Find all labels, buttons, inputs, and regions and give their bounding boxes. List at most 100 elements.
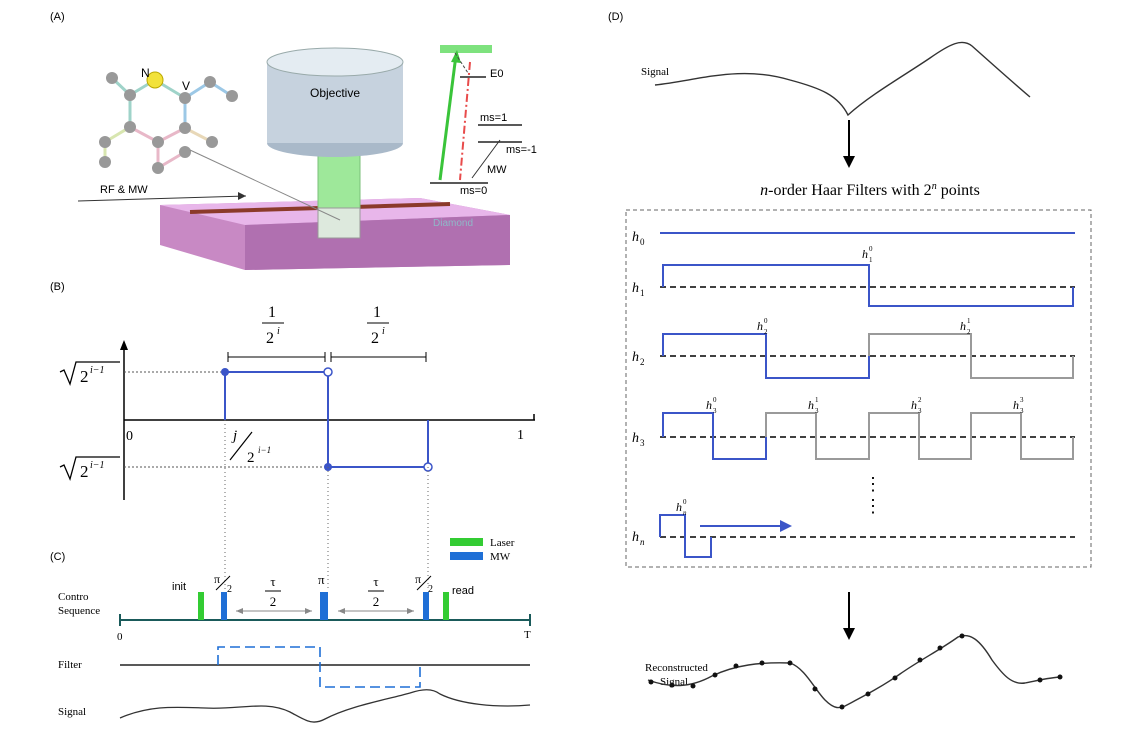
h2-peak-label-0: h 2 0 [757,317,768,336]
tau-interval-2: τ 2 [338,574,414,614]
b-width1-den: 2 [266,330,274,347]
rp-4 [712,672,718,678]
rp-16 [1057,674,1063,680]
svg-text:3: 3 [640,438,645,448]
svg-text:π: π [415,572,421,586]
panel-d: (D) Signal n-order Haar Filters with 2n … [608,11,1092,710]
diamond-label: Diamond [433,218,473,229]
svg-text:1: 1 [640,288,645,298]
decay-arrow [459,61,471,181]
pulse-init-label: init [172,581,186,593]
pi-label: π [318,572,325,587]
svg-text:h: h [862,247,868,261]
svg-text:i−1: i−1 [90,365,105,376]
objective-label: Objective [310,86,360,100]
atom-v-label: V [182,79,190,93]
nv-lattice [99,71,238,174]
legend-laser-label: Laser [490,537,515,549]
svg-text:2: 2 [373,594,380,609]
rf-mw-arrowhead [238,192,246,200]
svg-text:2: 2 [270,594,277,609]
ellipsis-top: ⋮ [864,474,882,494]
svg-text:h: h [632,350,639,365]
rp-15 [1037,677,1043,683]
contro-label-2: Sequence [58,605,100,617]
objective-top [266,47,404,77]
rp-5 [733,663,739,669]
rp-14 [959,633,965,639]
svg-text:π: π [214,572,220,586]
h2-peak-label-1: h 2 1 [960,317,971,336]
level-ms1-label: ms=1 [480,112,507,124]
hn-peak-label: h n 0 [676,498,687,517]
panel-a: (A) Diamond Objective [50,11,537,270]
b-width2-num: 1 [373,304,381,321]
c-signal-label: Signal [58,706,86,718]
c-t0-label: 0 [117,631,123,643]
svg-text:1: 1 [815,396,819,404]
h3-peak-label-2: h 3 2 [911,396,922,415]
svg-text:0: 0 [764,317,768,325]
svg-text:h: h [632,431,639,446]
svg-text:h: h [632,530,639,545]
level-msm1-label: ms=-1 [506,144,537,156]
pi-half-label-2: π 2 [415,572,433,595]
rp-7 [787,660,793,666]
svg-text:τ: τ [270,574,275,589]
svg-text:i−1: i−1 [90,460,105,471]
svg-text:h: h [808,398,814,412]
rp-3 [690,683,696,689]
level-ms0-label: ms=0 [460,185,487,197]
svg-text:3: 3 [713,407,717,415]
d-signal-curve [654,41,1031,117]
diamond-front [245,215,510,270]
panel-c-label: (C) [50,551,65,563]
panel-b-label: (B) [50,281,65,293]
h1-waveform [662,264,1074,307]
h0-label: h 0 [632,230,645,247]
svg-text:0: 0 [683,498,687,506]
svg-text:3: 3 [918,407,922,415]
svg-text:i−1: i−1 [258,445,271,455]
svg-text:h: h [676,500,682,514]
panel-a-label: (A) [50,11,65,23]
contro-label-1: Contro [58,591,89,603]
tau-interval-1: τ 2 [236,574,312,614]
svg-text:τ: τ [373,574,378,589]
svg-text:2: 2 [227,584,232,595]
rp-6 [759,660,765,666]
panel-c: (C) Laser MW Contro Sequence 0 T init π … [50,537,531,723]
mw-arrow [471,139,501,179]
svg-text:h: h [960,319,966,333]
svg-text:2: 2 [428,584,433,595]
b-origin-label: 0 [126,429,133,444]
h2-label: h 2 [632,350,645,367]
h3-peak-label-0: h 3 0 [706,396,717,415]
b-y-arrow [120,340,128,350]
reconstructed-curve [647,634,1063,709]
rp-11 [892,675,898,681]
svg-text:2: 2 [80,367,89,386]
legend-laser-swatch [450,538,483,546]
h3-peak-label-3: h 3 3 [1013,396,1024,415]
pulse-pi [320,592,328,620]
pulse-read-label: read [452,585,474,597]
b-ylabel-bottom: 2 i−1 [59,456,120,481]
level-e0-label: E0 [490,68,503,80]
svg-text:h: h [911,398,917,412]
svg-text:h: h [706,398,712,412]
hn-waveform [659,514,712,558]
b-width1-num: 1 [268,304,276,321]
mw-transition-label: MW [487,164,507,176]
relax-arrow [454,52,469,74]
pi-half-label-1: π 2 [214,572,232,595]
laser-excitation-arrow [438,54,458,181]
pulse-init-laser [198,592,204,620]
pulse-read-laser [443,592,449,620]
hn-label: h n [632,530,645,547]
svg-text:3: 3 [1020,396,1024,404]
excited-band [440,45,492,53]
svg-text:n: n [683,509,687,517]
legend-mw-swatch [450,552,483,560]
